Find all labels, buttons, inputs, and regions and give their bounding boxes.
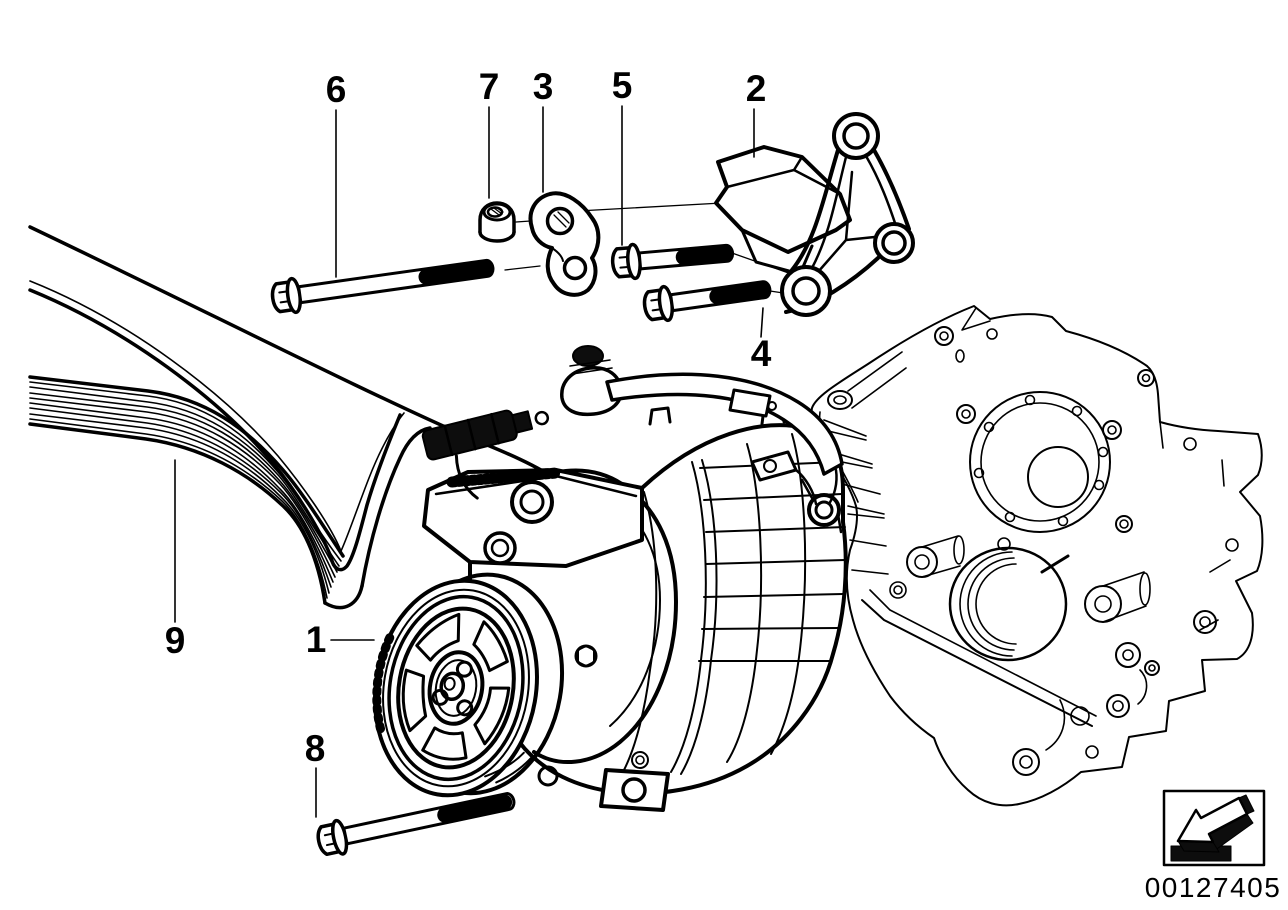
bolt-6: [270, 258, 495, 315]
mounting-plate: [422, 467, 644, 568]
callout-3[interactable]: 3: [533, 66, 554, 107]
callout-9[interactable]: 9: [165, 620, 186, 661]
callout-1[interactable]: 1: [306, 619, 327, 660]
callout-8[interactable]: 8: [305, 728, 326, 769]
callout-6[interactable]: 6: [326, 69, 347, 110]
clutch-pulley: [372, 572, 565, 798]
solenoid-connector: [421, 409, 550, 500]
callout-7[interactable]: 7: [479, 66, 500, 107]
bolt-5: [610, 242, 735, 281]
ribbed-belt: [28, 225, 562, 610]
callout-2[interactable]: 2: [746, 68, 767, 109]
engine-timing-cover: [810, 305, 1264, 807]
direction-arrow-icon: [1162, 789, 1266, 867]
refrigerant-hose: [605, 372, 844, 506]
compressor-body: [468, 404, 848, 812]
callout-4[interactable]: 4: [751, 333, 772, 374]
drawing-number: 00127405: [1145, 872, 1282, 903]
bracket: [714, 112, 915, 317]
link-plate: [528, 191, 601, 297]
bolt-4: [642, 280, 772, 323]
callouts: 6 7 3 5 2 4 9 1 8: [165, 65, 772, 818]
callout-5[interactable]: 5: [612, 65, 633, 106]
nut: [478, 201, 516, 243]
leader-4: [760, 307, 764, 338]
bolt-8: [316, 792, 516, 857]
